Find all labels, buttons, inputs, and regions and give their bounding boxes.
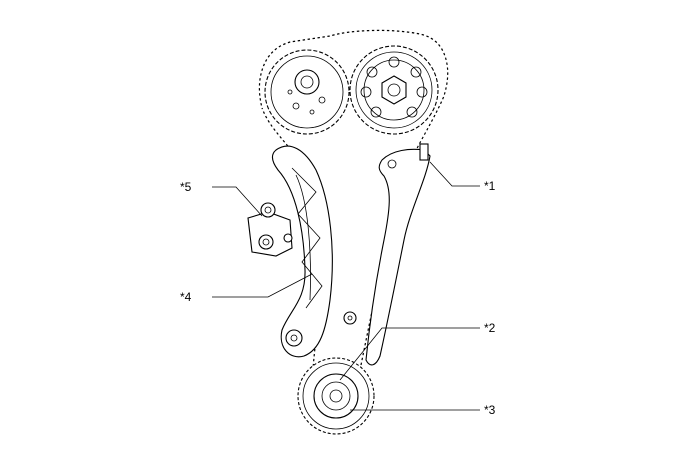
leader-1: [429, 161, 480, 187]
leader-5: [212, 186, 263, 217]
chain-vibration-damper: [343, 143, 431, 366]
callout-label-5: *5: [180, 180, 192, 194]
callout-label-3: *3: [484, 403, 496, 417]
chain-tensioner: [247, 202, 293, 257]
crankshaft-sprocket: [297, 357, 375, 435]
leader-2: [339, 327, 480, 381]
left-camshaft-sprocket: [264, 49, 350, 135]
callout-label-4: *4: [180, 290, 192, 304]
right-camshaft-sprocket: [349, 45, 439, 135]
callout-leaders: [212, 161, 480, 411]
leader-4: [212, 273, 313, 298]
callout-label-1: *1: [484, 179, 496, 193]
callout-label-2: *2: [484, 321, 496, 335]
callout-labels: *1 *2 *3 *4 *5: [180, 179, 496, 417]
chain-tensioner-slipper: [271, 145, 333, 358]
